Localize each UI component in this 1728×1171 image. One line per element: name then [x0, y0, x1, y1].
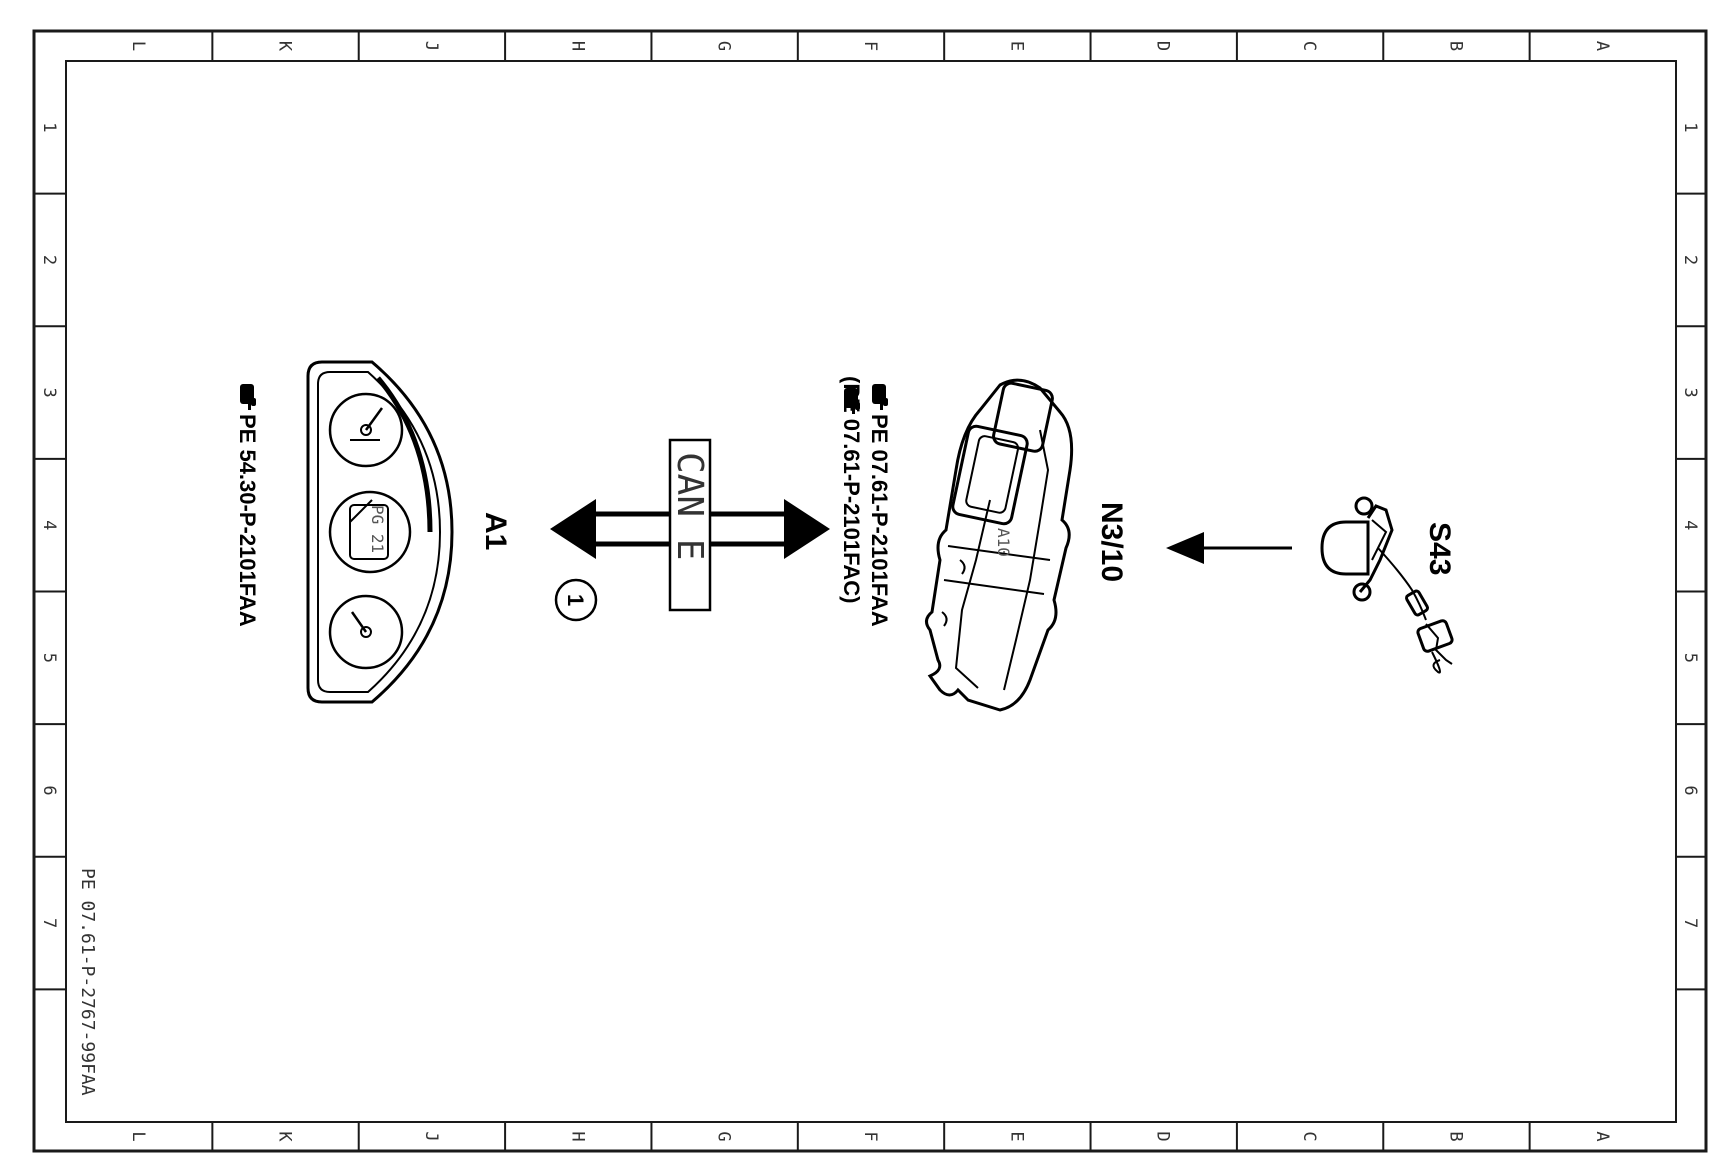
component-label-s43: S43	[1423, 522, 1456, 575]
reference-a1: PE 54.30-P-2101FAA	[235, 384, 260, 627]
arrow-left-icon	[550, 499, 596, 559]
row-label-left-1: 1	[39, 122, 59, 132]
row-label-right-5: 5	[1680, 653, 1700, 663]
row-label-left-3: 3	[39, 387, 59, 397]
right-grid-labels: 1 2 3 4 5 6 7	[1680, 122, 1700, 928]
component-a1: PG 21 A1 PE 54.30-P-2101FAA	[235, 360, 512, 704]
column-label-top-a: A	[1592, 41, 1612, 51]
component-label-n3-10: N3/10	[1095, 502, 1128, 582]
right-grid-ticks	[1676, 192, 1706, 991]
column-label-bottom-c: C	[1299, 1131, 1319, 1141]
row-label-right-4: 4	[1680, 520, 1700, 530]
column-label-top-k: K	[275, 41, 295, 52]
reference-text-n3-10-alt: (PE 07.61-P-2101FAC)	[839, 376, 864, 603]
bus-marker-circle	[554, 578, 598, 622]
row-label-left-4: 4	[39, 520, 59, 530]
component-n3-10: A10 N3/10 PE 07.61-P-2101FAA (PE 07.61-P…	[839, 376, 1128, 712]
hand-pointer-icon	[240, 384, 256, 410]
row-label-right-1: 1	[1680, 122, 1700, 132]
column-label-top-e: E	[1006, 41, 1026, 51]
control-unit-icon	[925, 378, 1074, 712]
row-label-right-2: 2	[1680, 255, 1700, 265]
column-label-bottom-g: G	[714, 1131, 734, 1141]
signal-arrow	[1166, 532, 1292, 564]
bottom-grid-ticks	[211, 1122, 1531, 1151]
row-label-right-6: 6	[1680, 785, 1700, 795]
component-label-a1: A1	[479, 512, 512, 550]
row-label-left-2: 2	[39, 255, 59, 265]
column-label-top-f: F	[860, 41, 880, 51]
column-label-top-d: D	[1153, 41, 1173, 51]
switch-icon	[1320, 496, 1454, 674]
reference-text-a1: PE 54.30-P-2101FAA	[235, 414, 260, 627]
column-label-top-b: B	[1445, 41, 1465, 51]
reference-n3-10-alt: (PE 07.61-P-2101FAC)	[839, 376, 864, 603]
column-label-top-g: G	[714, 41, 734, 51]
column-label-bottom-f: F	[860, 1131, 880, 1141]
column-label-bottom-h: H	[567, 1131, 587, 1141]
left-grid-labels: 1 2 3 4 5 6 7	[39, 122, 59, 928]
document-id: PE 07.61-P-2767-99FAA	[77, 868, 98, 1096]
column-label-bottom-k: K	[275, 1131, 295, 1142]
column-label-bottom-e: E	[1006, 1131, 1026, 1141]
row-label-left-5: 5	[39, 653, 59, 663]
arrow-left-icon	[1166, 532, 1204, 564]
column-label-bottom-l: L	[128, 1131, 148, 1141]
left-grid-ticks	[34, 192, 66, 991]
reference-text-n3-10-primary: PE 07.61-P-2101FAA	[867, 414, 892, 627]
bus-marker: 1	[563, 594, 588, 606]
hand-pointer-icon	[872, 384, 888, 410]
ecu-inner-text: A10	[994, 528, 1013, 557]
column-label-top-c: C	[1299, 41, 1319, 51]
column-label-bottom-a: A	[1592, 1131, 1612, 1141]
reference-n3-10-primary: PE 07.61-P-2101FAA	[867, 384, 892, 627]
column-label-bottom-b: B	[1445, 1131, 1465, 1141]
column-label-top-l: L	[128, 41, 148, 51]
column-label-bottom-d: D	[1153, 1131, 1173, 1141]
bus-label: CAN E	[669, 452, 710, 560]
can-bus: CAN E 1	[550, 438, 830, 622]
instrument-cluster-icon	[306, 360, 454, 704]
column-label-top-j: J	[421, 41, 441, 51]
gauge-text: PG 21	[368, 505, 387, 553]
top-grid-ticks	[211, 31, 1531, 61]
column-label-bottom-j: J	[421, 1131, 441, 1141]
drawing-frame: L K J H G F E D C B A L K J H G F E D C B A 1 2 3 4 5 6 7 1 2 3 4 5 6 7	[32, 29, 1708, 1153]
hand-pointer-icon	[844, 388, 860, 414]
arrow-right-icon	[784, 499, 830, 559]
row-label-left-7: 7	[39, 918, 59, 928]
component-s43: S43	[1320, 496, 1456, 674]
row-label-left-6: 6	[39, 785, 59, 795]
bus-label-box	[668, 438, 712, 612]
row-label-right-3: 3	[1680, 387, 1700, 397]
column-label-top-h: H	[567, 41, 587, 51]
row-label-right-7: 7	[1680, 918, 1700, 928]
